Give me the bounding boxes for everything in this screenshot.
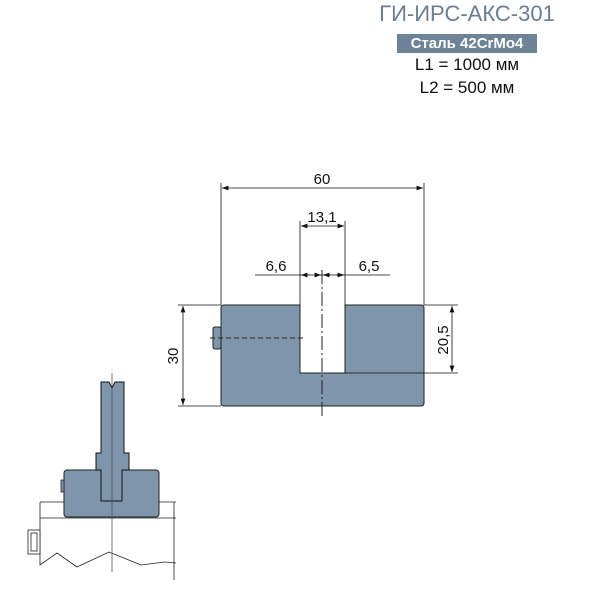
length-l2: L2 = 500 мм [419, 78, 515, 97]
dim-slot-width: 13,1 [307, 209, 336, 226]
length-l1: L1 = 1000 мм [414, 55, 520, 74]
punch-tool [95, 381, 130, 502]
dim-height: 30 [165, 348, 182, 365]
dim-left-offset: 6,6 [266, 258, 287, 275]
section-view: 60 13,1 6,6 6,5 30 20,5 [165, 171, 458, 418]
dim-right-offset: 6,5 [359, 258, 380, 275]
header: ГИ-ИРС-АКС-301 Сталь 42CrMo4 L1 = 1000 м… [352, 0, 582, 99]
assembly-view [27, 373, 177, 580]
material-badge: Сталь 42CrMo4 [396, 34, 538, 53]
product-code: ГИ-ИРС-АКС-301 [379, 1, 555, 26]
dim-width: 60 [314, 171, 331, 188]
dim-slot-depth: 20,5 [435, 325, 452, 354]
die-block [220, 304, 425, 407]
